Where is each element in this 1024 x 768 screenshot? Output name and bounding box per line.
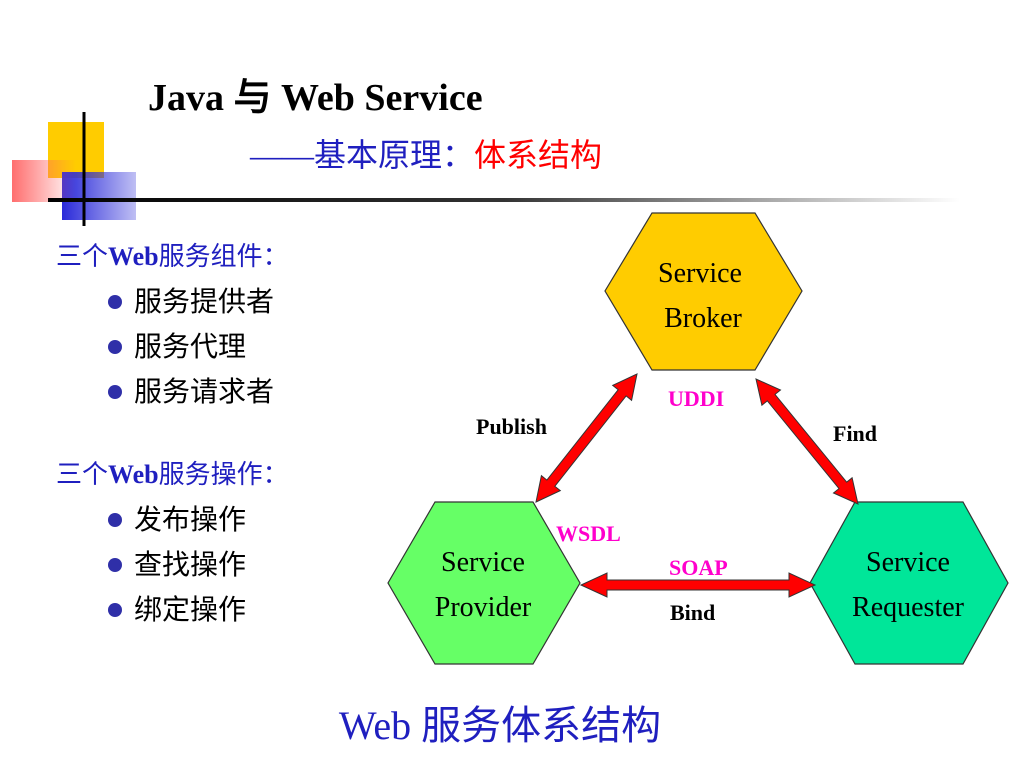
- slide-title: Java 与 Web Service: [148, 77, 483, 119]
- provider-label-line1: Service: [441, 547, 525, 578]
- operations-heading: 三个Web服务操作：: [56, 454, 289, 491]
- subtitle-prefix: ——基本原理：: [250, 137, 475, 173]
- logo-graphic: [12, 112, 960, 226]
- bullet-icon: [108, 339, 122, 354]
- list-item: 绑定操作: [108, 588, 246, 628]
- publish-arrow: [535, 373, 638, 503]
- soap-label: SOAP: [669, 555, 728, 580]
- operations-heading-pre: 三个: [56, 460, 109, 489]
- requester-label-line2: Requester: [852, 592, 965, 623]
- service-broker-node: [604, 212, 803, 371]
- list-item-label: 绑定操作: [134, 595, 247, 626]
- find-label: Find: [833, 421, 877, 446]
- list-item-label: 服务代理: [134, 332, 247, 363]
- components-heading-bold: Web: [108, 242, 159, 271]
- operations-heading-bold: Web: [108, 460, 159, 489]
- list-item: 服务代理: [108, 325, 246, 365]
- components-heading-pre: 三个: [56, 242, 109, 271]
- provider-label-line2: Provider: [435, 592, 532, 623]
- bullet-icon: [108, 602, 122, 617]
- broker-label-line1: Service: [658, 258, 742, 289]
- requester-label-line1: Service: [866, 547, 950, 578]
- diagram-caption: Web 服务体系结构: [338, 703, 662, 748]
- wsdl-label: WSDL: [556, 521, 621, 546]
- service-provider-node: [387, 501, 581, 665]
- components-heading-post: 服务组件：: [158, 242, 289, 271]
- uddi-label: UDDI: [668, 386, 724, 411]
- list-item: 查找操作: [108, 543, 246, 583]
- find-arrow: [755, 378, 859, 505]
- logo-red-square: [12, 160, 76, 202]
- list-item: 服务请求者: [108, 370, 274, 410]
- bullet-icon: [108, 384, 122, 399]
- publish-label: Publish: [476, 414, 547, 439]
- slide-subtitle: ——基本原理：体系结构: [250, 130, 602, 176]
- subtitle-highlight: 体系结构: [474, 137, 603, 173]
- list-item-label: 发布操作: [134, 505, 247, 536]
- bullet-icon: [108, 512, 122, 527]
- bullet-icon: [108, 294, 122, 309]
- operations-heading-post: 服务操作：: [158, 460, 289, 489]
- list-item-label: 服务请求者: [134, 377, 275, 408]
- list-item-label: 查找操作: [134, 550, 247, 581]
- title-underline: [48, 198, 960, 202]
- list-item: 服务提供者: [108, 280, 274, 320]
- bind-arrow: [579, 572, 817, 598]
- bind-label: Bind: [670, 600, 715, 625]
- list-item-label: 服务提供者: [134, 287, 275, 318]
- list-item: 发布操作: [108, 498, 246, 538]
- components-heading: 三个Web服务组件：: [56, 236, 289, 273]
- broker-label-line2: Broker: [664, 303, 742, 334]
- service-requester-node: [809, 501, 1009, 665]
- bullet-icon: [108, 557, 122, 572]
